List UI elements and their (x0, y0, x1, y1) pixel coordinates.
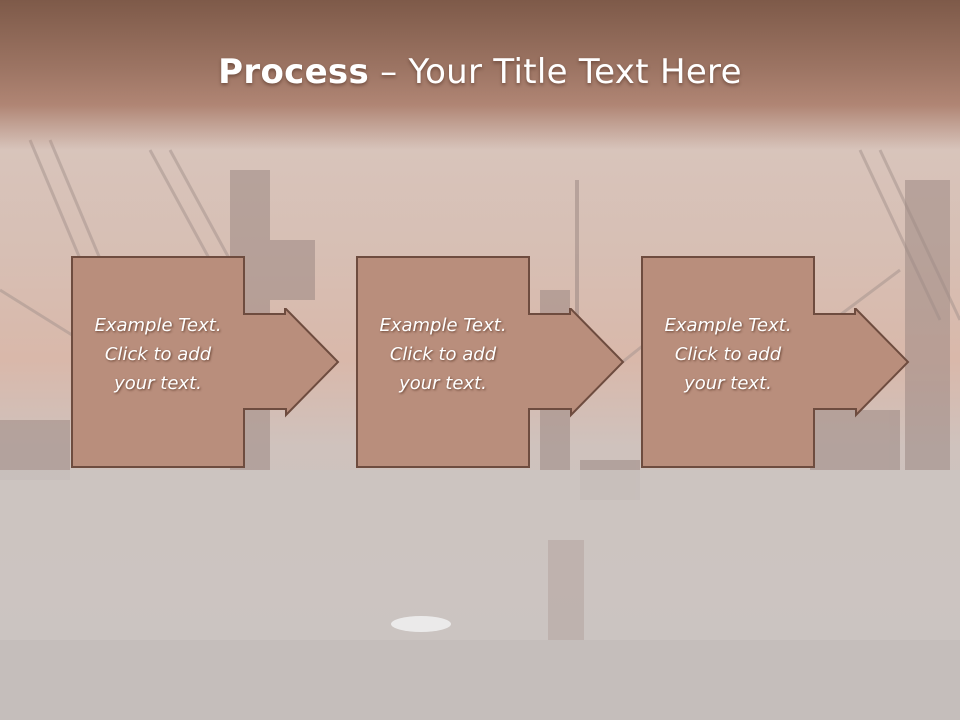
step-text-line-2: Click to add (104, 344, 212, 365)
step-text-line-2: Click to add (674, 344, 782, 365)
slide-title[interactable]: Process – Your Title Text Here (0, 52, 960, 92)
step-text-line-3: your text. (684, 373, 772, 394)
step-text[interactable]: Example Text. Click to add your text. (72, 311, 244, 398)
step-text-line-3: your text. (114, 373, 202, 394)
step-arrow-shape (71, 256, 340, 468)
title-rest-part: – Your Title Text Here (369, 52, 742, 92)
step-text-line-1: Example Text. (379, 315, 507, 336)
step-text-line-1: Example Text. (94, 315, 222, 336)
process-step-3[interactable]: Example Text. Click to add your text. (641, 256, 922, 468)
step-arrow-shape (356, 256, 625, 468)
process-step-2[interactable]: Example Text. Click to add your text. (356, 256, 637, 468)
step-text[interactable]: Example Text. Click to add your text. (357, 311, 529, 398)
process-step-1[interactable]: Example Text. Click to add your text. (71, 256, 352, 468)
step-text[interactable]: Example Text. Click to add your text. (642, 311, 814, 398)
step-text-line-3: your text. (399, 373, 487, 394)
step-text-line-1: Example Text. (664, 315, 792, 336)
title-band (0, 0, 960, 150)
step-arrow-shape (641, 256, 910, 468)
title-bold-part: Process (218, 52, 370, 92)
step-text-line-2: Click to add (389, 344, 497, 365)
